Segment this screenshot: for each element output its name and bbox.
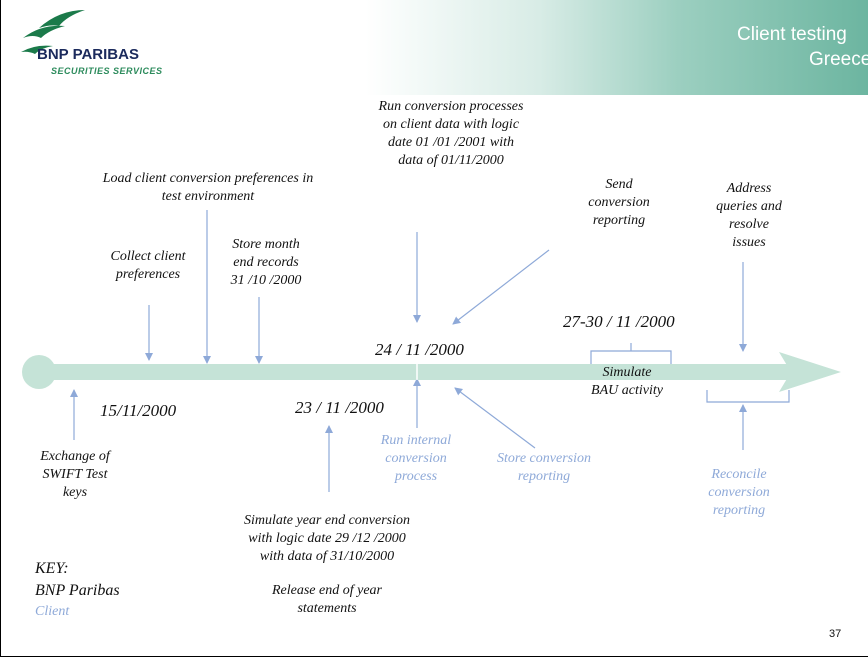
note-load-prefs: Load client conversion preferences in te… bbox=[102, 171, 314, 204]
arrow-store-reporting bbox=[454, 387, 536, 449]
note-send-reporting: Send conversion reporting bbox=[588, 177, 650, 228]
note-run-conversion: Run conversion processes on client data … bbox=[378, 99, 524, 168]
note-simulate-bau: Simulate BAU activity bbox=[591, 365, 663, 398]
note-collect-prefs: Collect client preferences bbox=[110, 249, 186, 282]
page-number: 37 bbox=[829, 628, 842, 640]
key-bnp: BNP Paribas bbox=[35, 582, 120, 599]
date-23-11: 23 / 11 /2000 bbox=[295, 398, 384, 417]
note-exchange-keys: Exchange of SWIFT Test keys bbox=[40, 449, 110, 500]
arrow-send-reporting bbox=[452, 249, 550, 325]
date-15-11: 15/11/2000 bbox=[100, 401, 177, 420]
note-reconcile: Reconcile conversion reporting bbox=[708, 467, 770, 518]
note-store-reporting: Store conversion reporting bbox=[497, 451, 591, 484]
note-release-statements: Release end of year statements bbox=[271, 583, 382, 616]
note-store-month-end: Store month end records 31 /10 /2000 bbox=[230, 237, 302, 288]
key-title: KEY: bbox=[35, 560, 69, 577]
header-band bbox=[1, 0, 868, 95]
note-simulate-year-end: Simulate year end conversion with logic … bbox=[243, 513, 410, 564]
timeline-bar bbox=[22, 352, 841, 392]
logo-subtitle: SECURITIES SERVICES bbox=[51, 66, 163, 76]
bnp-birds-logo-icon bbox=[21, 10, 85, 54]
note-run-internal: Run internal conversion process bbox=[380, 433, 452, 484]
bracket-27-30 bbox=[590, 343, 672, 364]
slide-title-line1: Client testing bbox=[737, 24, 847, 45]
slide-title-line2: Greece bbox=[809, 49, 868, 70]
date-27-30-11: 27-30 / 11 /2000 bbox=[563, 312, 675, 331]
bracket-reconcile bbox=[706, 390, 790, 403]
key-client: Client bbox=[35, 604, 70, 619]
date-24-11: 24 / 11 /2000 bbox=[375, 340, 464, 359]
logo-name: BNP PARIBAS bbox=[37, 46, 139, 63]
note-address-queries: Address queries and resolve issues bbox=[716, 181, 782, 250]
